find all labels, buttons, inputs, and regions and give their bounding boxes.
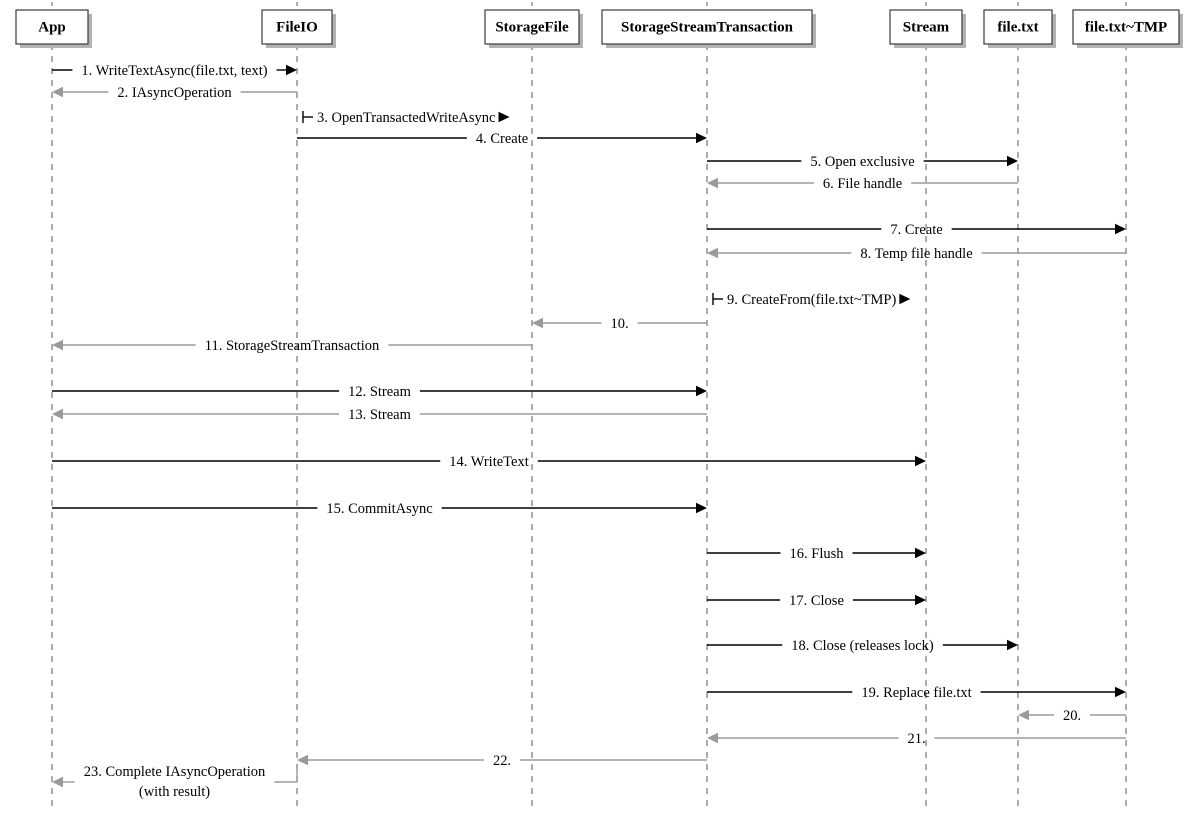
message-label: 8. Temp file handle [860, 246, 972, 262]
arrowhead-return [52, 86, 63, 98]
arrowhead-return [52, 339, 63, 351]
message-21[interactable]: 21. [707, 731, 1126, 747]
message-label: 11. StorageStreamTransaction [205, 338, 380, 354]
arrowhead-return [707, 732, 718, 744]
message-4[interactable]: 4. Create [297, 131, 707, 147]
message-label: 17. Close [789, 593, 844, 609]
message-1[interactable]: 1. WriteTextAsync(file.txt, text) [52, 63, 297, 79]
message-label: 7. Create [890, 222, 942, 238]
participant-box-body [601, 9, 813, 45]
arrowhead-return [52, 408, 63, 420]
message-23[interactable]: 23. Complete IAsyncOperation (with result… [52, 764, 298, 800]
message-18[interactable]: 18. Close (releases lock) [707, 638, 1018, 654]
participant-box-body [983, 9, 1053, 45]
message-label: 6. File handle [823, 176, 902, 192]
arrowhead-call [1007, 639, 1018, 651]
arrowhead-call [899, 293, 911, 305]
arrowhead-call [1115, 686, 1126, 698]
message-label: 4. Create [476, 131, 528, 147]
arrowhead-call [696, 132, 707, 144]
message-10[interactable]: 10. [532, 316, 707, 332]
message-label: 23. Complete IAsyncOperation [84, 764, 266, 780]
message-2[interactable]: 2. IAsyncOperation [52, 85, 297, 101]
message-label: 12. Stream [348, 384, 412, 400]
arrowhead-call [696, 502, 707, 514]
message-16[interactable]: 16. Flush [707, 546, 926, 562]
message-9[interactable]: 9. CreateFrom(file.txt~TMP) [712, 292, 911, 308]
participant-box-body [261, 9, 333, 45]
participant-label-sfile: StorageFile [495, 19, 569, 35]
participant-box-sstx[interactable]: StorageStreamTransaction [601, 9, 816, 48]
participant-box-sfile[interactable]: StorageFile [484, 9, 583, 48]
message-label: 22. [493, 753, 511, 769]
arrowhead-call [1007, 155, 1018, 167]
message-label: 19. Replace file.txt [861, 685, 971, 701]
participant-boxes-layer: App FileIO StorageFile StorageStreamTransac… [15, 9, 1183, 48]
message-label: 10. [610, 316, 628, 332]
arrowhead-call [696, 385, 707, 397]
participant-label-stream: Stream [903, 19, 950, 35]
participant-label-ftxt: file.txt [997, 19, 1038, 35]
message-label: 21. [907, 731, 925, 747]
arrowhead-call [1115, 223, 1126, 235]
message-label: 2. IAsyncOperation [117, 85, 232, 101]
message-label: 18. Close (releases lock) [791, 638, 934, 654]
message-11[interactable]: 11. StorageStreamTransaction [52, 338, 532, 354]
participant-box-body [1072, 9, 1180, 45]
participant-box-fileio[interactable]: FileIO [261, 9, 336, 48]
participant-box-body [15, 9, 89, 45]
message-19[interactable]: 19. Replace file.txt [707, 685, 1126, 701]
arrowhead-return [707, 177, 718, 189]
arrowhead-return [1018, 709, 1029, 721]
message-label: 15. CommitAsync [326, 501, 432, 517]
participant-box-stream[interactable]: Stream [889, 9, 966, 48]
message-label: 3. OpenTransactedWriteAsync [317, 110, 495, 126]
message-label: 20. [1063, 708, 1081, 724]
arrowhead-call [915, 455, 926, 467]
messages-layer: 1. WriteTextAsync(file.txt, text) 2. IAsy… [52, 63, 1126, 800]
arrowhead-return [532, 317, 543, 329]
message-label-line2: (with result) [139, 784, 210, 800]
message-7[interactable]: 7. Create [707, 222, 1126, 238]
message-13[interactable]: 13. Stream [52, 407, 707, 423]
participant-label-fileio: FileIO [276, 19, 318, 35]
message-label: 14. WriteText [449, 454, 528, 470]
message-5[interactable]: 5. Open exclusive [707, 154, 1018, 170]
message-6[interactable]: 6. File handle [707, 176, 1018, 192]
message-label: 1. WriteTextAsync(file.txt, text) [81, 63, 267, 79]
message-20[interactable]: 20. [1018, 708, 1126, 724]
message-label: 9. CreateFrom(file.txt~TMP) [727, 292, 896, 308]
participant-box-ftmp[interactable]: file.txt~TMP [1072, 9, 1183, 48]
arrowhead-return [297, 754, 308, 766]
arrowhead-call [915, 547, 926, 559]
message-label: 13. Stream [348, 407, 412, 423]
participant-box-body [889, 9, 963, 45]
message-label: 5. Open exclusive [810, 154, 914, 170]
participant-box-app[interactable]: App [15, 9, 92, 48]
participant-label-ftmp: file.txt~TMP [1085, 19, 1167, 35]
message-14[interactable]: 14. WriteText [52, 454, 926, 470]
message-15[interactable]: 15. CommitAsync [52, 501, 707, 517]
participant-box-ftxt[interactable]: file.txt [983, 9, 1056, 48]
message-17[interactable]: 17. Close [707, 593, 926, 609]
participant-box-body [484, 9, 580, 45]
arrowhead-call [915, 594, 926, 606]
message-3[interactable]: 3. OpenTransactedWriteAsync [302, 110, 510, 126]
arrowhead-call [498, 111, 510, 123]
participant-label-app: App [38, 19, 66, 35]
message-8[interactable]: 8. Temp file handle [707, 246, 1126, 262]
message-label: 16. Flush [790, 546, 845, 562]
lifelines-layer [51, 2, 1127, 812]
message-12[interactable]: 12. Stream [52, 384, 707, 400]
arrowhead-return [707, 247, 718, 259]
arrowhead-call [286, 64, 297, 76]
participant-label-sstx: StorageStreamTransaction [621, 19, 794, 35]
arrowhead-return [52, 776, 63, 788]
message-22[interactable]: 22. [297, 753, 707, 769]
